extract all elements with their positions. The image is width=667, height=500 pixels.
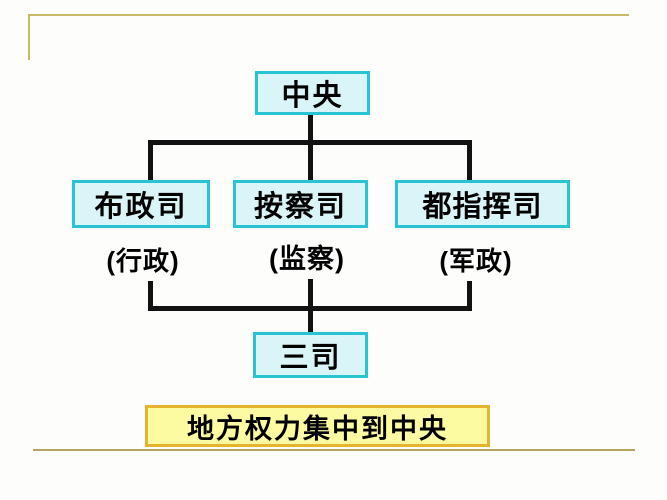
node-anchasi: 按察司 [233,180,368,228]
connector-bottom-horizontal [148,306,472,311]
connector-top-center-vertical [308,114,313,180]
connector-top-left-vertical [148,140,153,180]
frame-left-line [28,14,30,60]
node-sansi: 三司 [253,332,368,378]
role-label-administration: (行政) [106,246,180,276]
node-duzhihuisi: 都指挥司 [395,180,570,228]
connector-top-horizontal [148,140,472,145]
connector-bottom-center-vertical [308,279,313,332]
connector-bottom-left-vertical [148,281,153,311]
role-label-military: (军政) [439,246,513,276]
node-sansi-label: 三司 [279,342,342,374]
node-central-label: 中央 [281,80,344,112]
caption-box: 地方权力集中到中央 [145,405,490,447]
bottom-rule-line [33,449,635,451]
node-duzhihuisi-label: 都指挥司 [422,191,543,223]
connector-top-right-vertical [467,140,472,180]
frame-top-line [28,14,629,16]
node-buzhengsi: 布政司 [72,180,210,228]
node-central: 中央 [255,71,370,115]
node-buzhengsi-label: 布政司 [94,191,188,223]
caption-label: 地方权力集中到中央 [187,413,448,444]
role-label-supervision: (监察) [269,244,345,274]
connector-bottom-right-vertical [467,281,472,311]
node-anchasi-label: 按察司 [253,191,347,223]
